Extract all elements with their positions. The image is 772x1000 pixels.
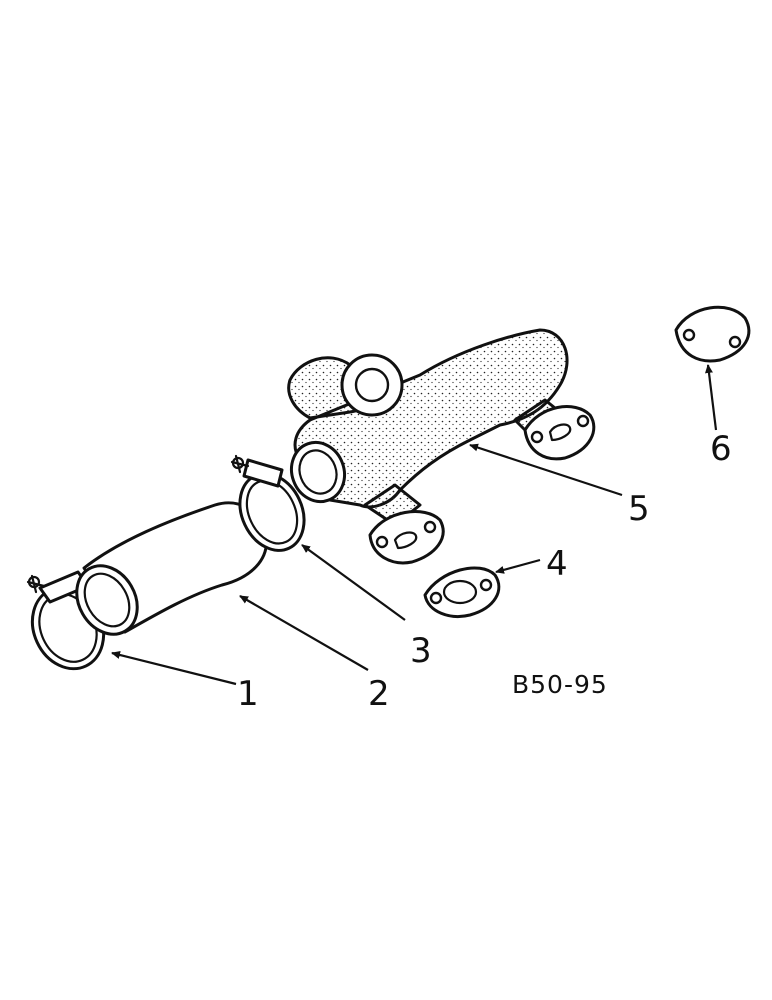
hose-clamp-3 (230, 454, 306, 552)
callout-6: 6 (710, 429, 732, 469)
leader-line-6 (705, 364, 718, 431)
cover-plate-6 (674, 305, 751, 363)
leader-line-2 (239, 595, 369, 671)
hose-2 (75, 501, 268, 636)
callout-5: 5 (628, 489, 650, 529)
leader-line-3 (301, 544, 406, 621)
leader-line-4 (495, 558, 541, 574)
leader-line-1 (111, 651, 237, 686)
diagram-code: B50-95 (512, 670, 608, 699)
callout-1: 1 (237, 674, 259, 714)
callout-4: 4 (546, 544, 568, 584)
leader-line-5 (469, 443, 623, 497)
callout-3: 3 (410, 631, 432, 671)
gasket-4 (423, 566, 501, 618)
callout-2: 2 (368, 674, 390, 714)
manifold-5 (287, 328, 596, 565)
